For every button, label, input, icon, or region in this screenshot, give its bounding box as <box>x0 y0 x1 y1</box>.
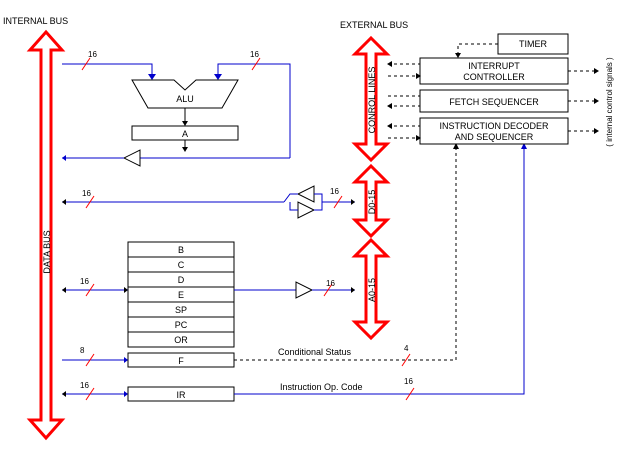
bidir-right-wire <box>314 193 323 211</box>
fetch-sequencer-label: FETCH SEQUENCER <box>449 97 539 107</box>
ir-path-width: 16 <box>80 381 89 390</box>
data-out-width-tick <box>333 195 343 209</box>
conditional-status-label: Conditional Status <box>278 347 352 357</box>
external-bus-title: EXTERNAL BUS <box>340 20 408 30</box>
reg-path-right-arrowhead <box>124 287 128 293</box>
data-lines-arrow <box>351 163 391 239</box>
bidir-left-wire2 <box>289 202 298 211</box>
data-bus-label: DATA BUS <box>42 230 52 273</box>
alu-left-input-arrowhead <box>148 74 156 80</box>
timer-wire <box>457 43 498 56</box>
status-width: 4 <box>404 344 409 353</box>
alu-left-width: 16 <box>88 50 97 59</box>
alu-block <box>131 79 239 109</box>
interrupt-controller-label1: INTERRUPT <box>468 61 520 71</box>
flags-path-width-tick <box>85 353 95 367</box>
reg-path-left-arrowhead <box>62 287 66 293</box>
interrupt-controller-label2: CONTROLLER <box>463 72 525 82</box>
register-label: B <box>178 245 184 255</box>
addr-out-width: 16 <box>326 279 335 288</box>
ir-path-width-tick <box>85 387 95 401</box>
bidir-buffer-lower <box>297 201 316 219</box>
status-width-tick <box>401 353 411 367</box>
address-lines-label: A0-15 <box>367 278 377 302</box>
data-out-arrowhead <box>351 199 355 205</box>
opcode-label: Instruction Op. Code <box>280 382 363 392</box>
control-connections <box>387 61 599 141</box>
opcode-wire <box>234 146 525 395</box>
alu-to-acc-arrowhead <box>182 121 188 126</box>
register-cell <box>127 331 235 348</box>
register-label: PC <box>175 320 188 330</box>
alu-left-input-wire <box>62 63 153 78</box>
bidir-buffer-upper <box>296 185 315 203</box>
alu-right-input-wire <box>217 63 291 158</box>
opcode-width: 16 <box>404 377 413 386</box>
acc-output-arrowhead <box>182 147 188 152</box>
alu-left-width-tick <box>81 57 91 71</box>
address-lines-arrow <box>351 237 391 341</box>
addr-buffer <box>295 281 314 299</box>
data-out-width: 16 <box>330 187 339 196</box>
timer-arrowhead <box>455 53 461 58</box>
instruction-decoder-label2: AND SEQUENCER <box>455 132 534 142</box>
ir-path-left-arrowhead <box>62 391 66 397</box>
data-path-width-tick <box>85 195 95 209</box>
instruction-decoder-block <box>419 117 569 145</box>
reg-path-width-tick <box>85 283 95 297</box>
control-lines-arrow <box>351 35 391 163</box>
alu-label: ALU <box>176 94 194 104</box>
instruction-decoder-label1: INSTRUCTION DECODER <box>439 121 549 131</box>
buffer-to-bus-arrowhead <box>62 155 66 161</box>
register-label: SP <box>175 305 187 315</box>
data-bus-arrow <box>26 29 66 441</box>
interrupt-controller-block <box>419 57 569 85</box>
internal-signals-label: ( internal control signals ) <box>605 57 614 147</box>
alu-right-input-arrowhead <box>214 74 222 80</box>
flags-path-width: 8 <box>80 346 85 355</box>
addr-out-width-tick <box>323 283 333 297</box>
alu-right-width: 16 <box>250 50 259 59</box>
status-wire <box>234 146 457 361</box>
alu-right-width-tick <box>251 57 261 71</box>
bidir-left-wire <box>283 193 298 203</box>
opcode-width-tick <box>405 387 415 401</box>
timer-label: TIMER <box>519 39 547 49</box>
addr-out-arrowhead <box>351 287 355 293</box>
flags-label: F <box>178 356 184 366</box>
control-lines-label: CONROL LINES <box>367 67 377 134</box>
data-lines-label: D0-15 <box>367 190 377 215</box>
reg-path-width: 16 <box>80 277 89 286</box>
register-label: C <box>178 260 185 270</box>
ir-path-right-arrowhead <box>124 391 128 397</box>
accumulator-label: A <box>182 129 188 139</box>
internal-bus-title: INTERNAL BUS <box>3 16 68 26</box>
flags-path-arrowhead <box>124 357 128 363</box>
status-arrowhead <box>453 143 459 149</box>
opcode-arrowhead <box>521 143 527 149</box>
ir-label: IR <box>177 390 187 400</box>
register-label: OR <box>174 335 188 345</box>
data-path-left-arrowhead <box>62 199 66 205</box>
acc-buffer <box>122 149 141 167</box>
data-path-width: 16 <box>82 189 91 198</box>
register-label: D <box>178 275 185 285</box>
register-label: E <box>178 290 184 300</box>
